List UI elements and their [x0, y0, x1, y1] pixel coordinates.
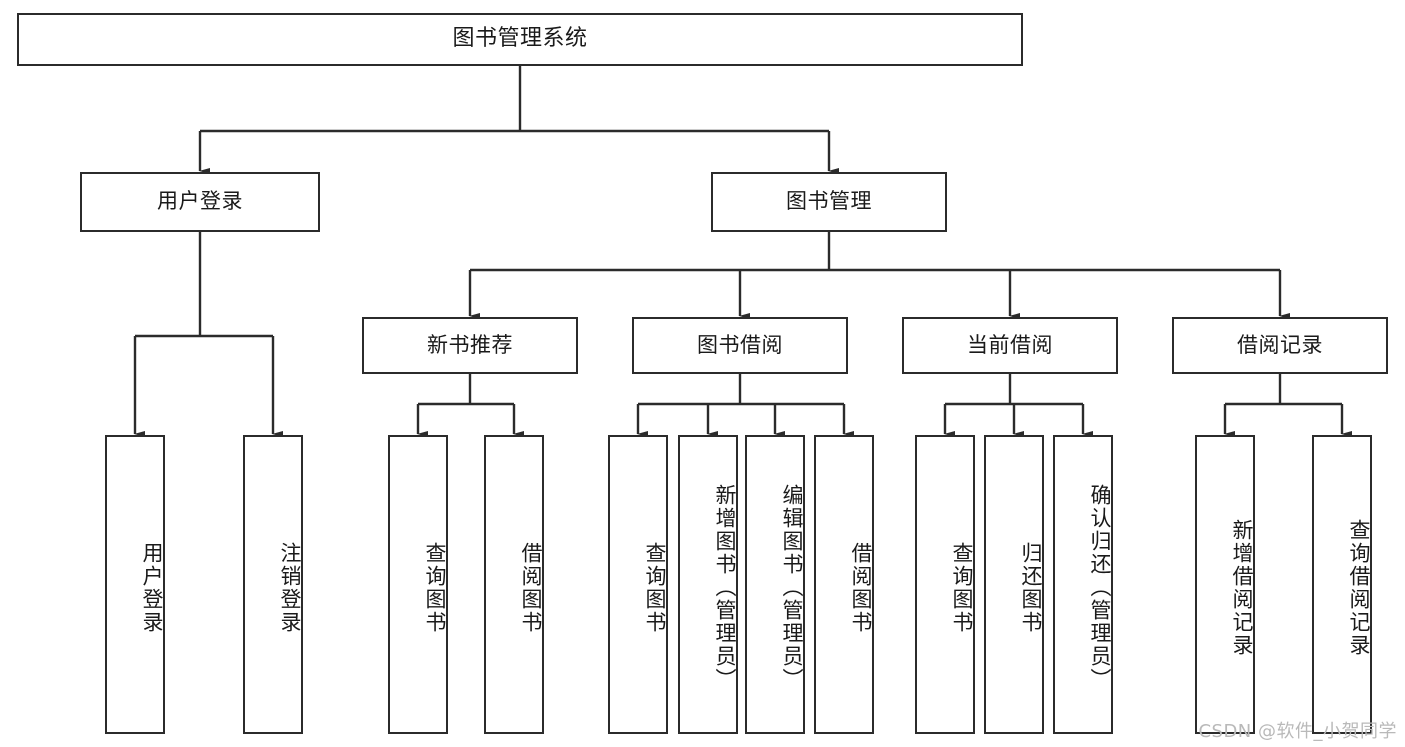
- node-label: 图书借阅: [697, 332, 783, 357]
- watermark: CSDN @软件_小贺同学: [1198, 721, 1397, 742]
- node-label: 编辑图书（管理员）: [780, 484, 804, 691]
- node-label: 新增图书（管理员）: [713, 484, 737, 691]
- node-leaf-return-book[interactable]: 归还图书: [984, 435, 1044, 734]
- node-label: 用户登录: [157, 189, 243, 214]
- node-label: 新书推荐: [427, 332, 513, 357]
- node-label: 查询借阅记录: [1347, 518, 1371, 657]
- node-leaf-borrow-book-2[interactable]: 借阅图书: [814, 435, 874, 734]
- node-leaf-add-record[interactable]: 新增借阅记录: [1195, 435, 1255, 734]
- node-label: 新增借阅记录: [1230, 518, 1254, 657]
- node-current-borrow[interactable]: 当前借阅: [902, 317, 1118, 374]
- node-leaf-query-book-3[interactable]: 查询图书: [915, 435, 975, 734]
- node-leaf-add-book[interactable]: 新增图书（管理员）: [678, 435, 738, 734]
- node-book-manage[interactable]: 图书管理: [711, 172, 947, 232]
- node-book-borrow[interactable]: 图书借阅: [632, 317, 848, 374]
- node-label: 借阅图书: [849, 541, 873, 634]
- node-label: 当前借阅: [967, 332, 1053, 357]
- node-label: 借阅记录: [1237, 332, 1323, 357]
- node-leaf-query-book-1[interactable]: 查询图书: [388, 435, 448, 734]
- node-leaf-logout[interactable]: 注销登录: [243, 435, 303, 734]
- node-borrow-record[interactable]: 借阅记录: [1172, 317, 1388, 374]
- node-leaf-query-book-2[interactable]: 查询图书: [608, 435, 668, 734]
- node-label: 图书管理: [786, 189, 872, 214]
- node-label: 查询图书: [423, 541, 447, 634]
- node-label: 注销登录: [278, 541, 302, 634]
- node-user-login[interactable]: 用户登录: [80, 172, 320, 232]
- node-label: 用户登录: [140, 541, 164, 634]
- node-leaf-query-record[interactable]: 查询借阅记录: [1312, 435, 1372, 734]
- node-new-book-rec[interactable]: 新书推荐: [362, 317, 578, 374]
- node-leaf-borrow-book-1[interactable]: 借阅图书: [484, 435, 544, 734]
- node-leaf-confirm-return[interactable]: 确认归还（管理员）: [1053, 435, 1113, 734]
- node-leaf-user-login[interactable]: 用户登录: [105, 435, 165, 734]
- node-label: 查询图书: [950, 541, 974, 634]
- node-label: 查询图书: [643, 541, 667, 634]
- node-root[interactable]: 图书管理系统: [17, 13, 1023, 66]
- node-label: 确认归还（管理员）: [1088, 484, 1112, 691]
- node-root-label: 图书管理系统: [452, 26, 588, 52]
- node-label: 借阅图书: [519, 541, 543, 634]
- node-leaf-edit-book[interactable]: 编辑图书（管理员）: [745, 435, 805, 734]
- node-label: 归还图书: [1019, 541, 1043, 634]
